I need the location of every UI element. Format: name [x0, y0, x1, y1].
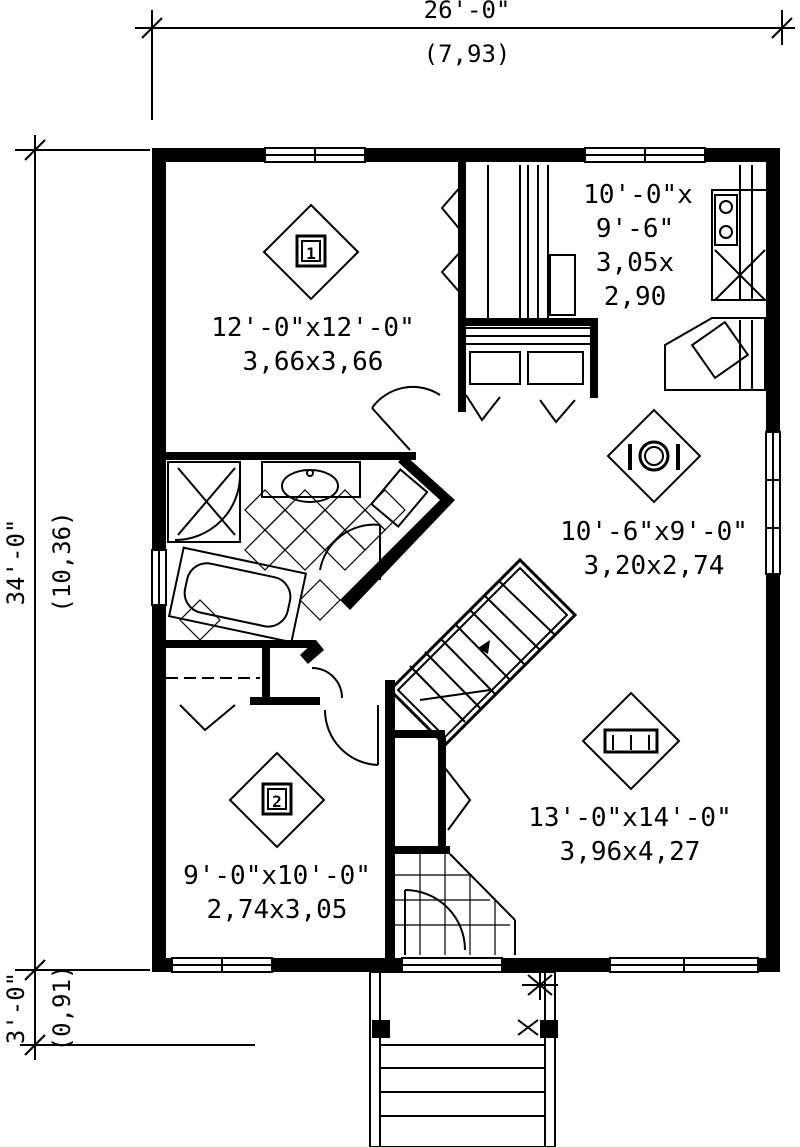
interior-walls: [166, 162, 598, 960]
porch-imperial: 3'-0": [2, 972, 30, 1044]
bedroom1-number: 1: [306, 244, 316, 263]
kitchen-imperial-1: 10'-0"x: [583, 180, 693, 210]
depth-dimension: 34'-0" (10,36) 3'-0" (0,91): [2, 135, 255, 1060]
dining-imperial: 10'-6"x9'-0": [560, 517, 748, 547]
kitchen: [440, 165, 768, 424]
width-metric: (7,93): [424, 40, 511, 68]
bedroom2-imperial: 9'-0"x10'-0": [183, 861, 371, 891]
bedroom1-symbol: 1: [262, 203, 360, 301]
door-swings: [179, 385, 472, 955]
dining-metric: 3,20x2,74: [584, 551, 725, 581]
bedroom1-metric: 3,66x3,66: [243, 347, 384, 377]
bedroom2-metric: 2,74x3,05: [207, 895, 348, 925]
sofa-icon: [603, 728, 659, 754]
porch: [369, 970, 558, 1147]
kitchen-metric-1: 3,05x: [596, 248, 674, 278]
bedroom2-symbol: 2: [228, 751, 326, 849]
windows: [151, 147, 781, 973]
living-imperial: 13'-0"x14'-0": [528, 803, 732, 833]
bedroom2-number: 2: [272, 792, 282, 811]
bathroom: [167, 461, 429, 644]
living-metric: 3,96x4,27: [560, 837, 701, 867]
plate-cutlery-icon: [628, 440, 680, 472]
depth-metric: (10,36): [48, 511, 76, 612]
width-imperial: 26'-0": [424, 0, 511, 24]
kitchen-imperial-2: 9'-6": [596, 214, 674, 244]
plant-icon: [517, 970, 558, 1036]
width-dimension: 26'-0" (7,93): [135, 0, 795, 120]
depth-imperial: 34'-0": [2, 519, 30, 606]
entry-floor-tiles: [395, 853, 516, 955]
porch-metric: (0,91): [48, 965, 76, 1052]
staircase: [387, 557, 578, 748]
dining-symbol: [606, 408, 702, 504]
kitchen-metric-2: 2,90: [604, 282, 667, 312]
living-symbol: [581, 691, 681, 791]
bath-floor-tiles: [179, 489, 406, 641]
bedroom1-imperial: 12'-0"x12'-0": [211, 313, 415, 343]
